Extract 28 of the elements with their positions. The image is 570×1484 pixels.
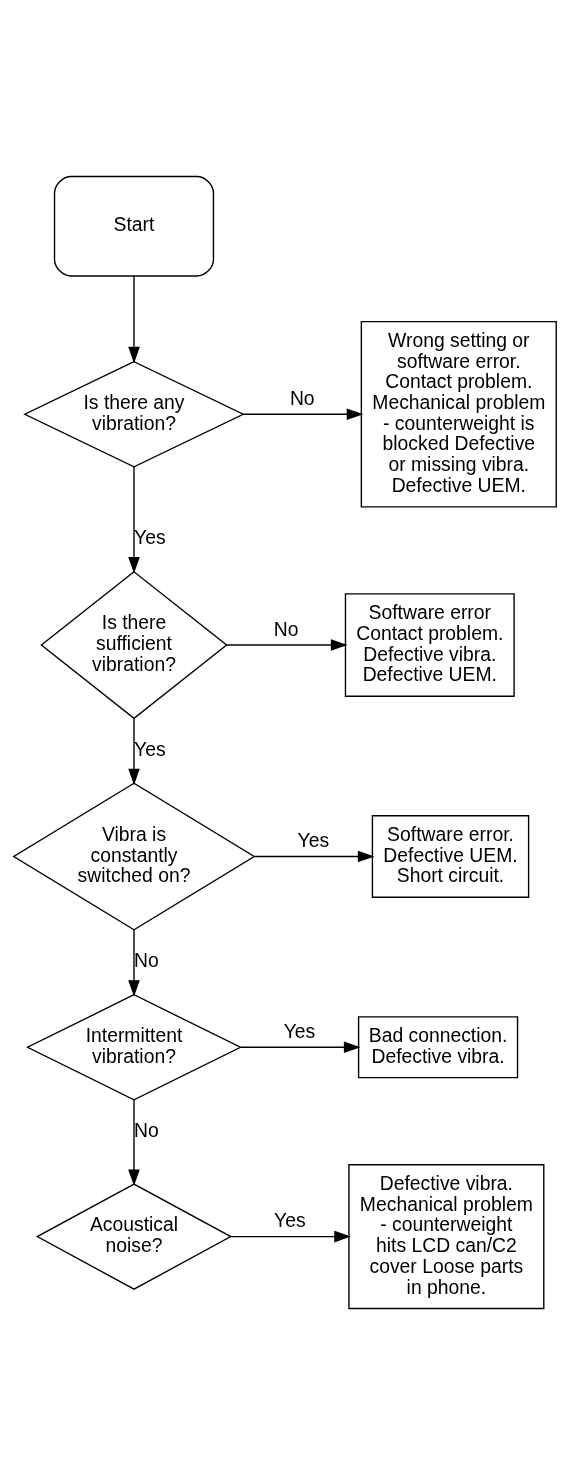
arrow — [226, 638, 348, 651]
edge-label: Yes — [297, 828, 330, 851]
node-box: Wrong setting or software error. Contact problem. Mechanical problem - counterweight is blocked Defective or missing vibra. Defective UEM. — [360, 320, 557, 508]
node-box: Bad connection. Defective vibra. — [357, 1015, 519, 1078]
node-diamond: Vibra is constantly switched on? — [12, 781, 256, 931]
arrow — [240, 1040, 361, 1053]
node-box: Start — [53, 175, 215, 277]
edge-label: No — [289, 386, 315, 409]
node-diamond: Is there sufficient vibration? — [40, 570, 228, 719]
arrow — [242, 407, 364, 420]
arrow — [253, 850, 375, 862]
arrow — [230, 1230, 351, 1242]
arrow — [128, 717, 140, 785]
node-box: Software error. Defective UEM. Short circuit. — [371, 814, 530, 898]
node-box: Defective vibra. Mechanical problem - counterweight hits LCD can/C2 cover Loose parts in phone. — [348, 1163, 545, 1309]
arrow — [128, 275, 140, 363]
edge-label: No — [134, 948, 159, 971]
node-diamond: Acoustical noise? — [35, 1182, 233, 1290]
edge-label: No — [273, 617, 299, 640]
node-diamond: Intermittent vibration? — [26, 993, 242, 1101]
arrow — [128, 1098, 140, 1186]
node-diamond: Is there any vibration? — [23, 360, 245, 468]
arrow — [128, 465, 140, 574]
node-box: Software error Contact problem. Defective vibra. Defective UEM. — [344, 592, 515, 697]
edge-label: Yes — [274, 1208, 306, 1231]
edge-label: Yes — [283, 1019, 316, 1042]
edge-label: No — [134, 1118, 159, 1141]
arrow — [128, 928, 140, 997]
